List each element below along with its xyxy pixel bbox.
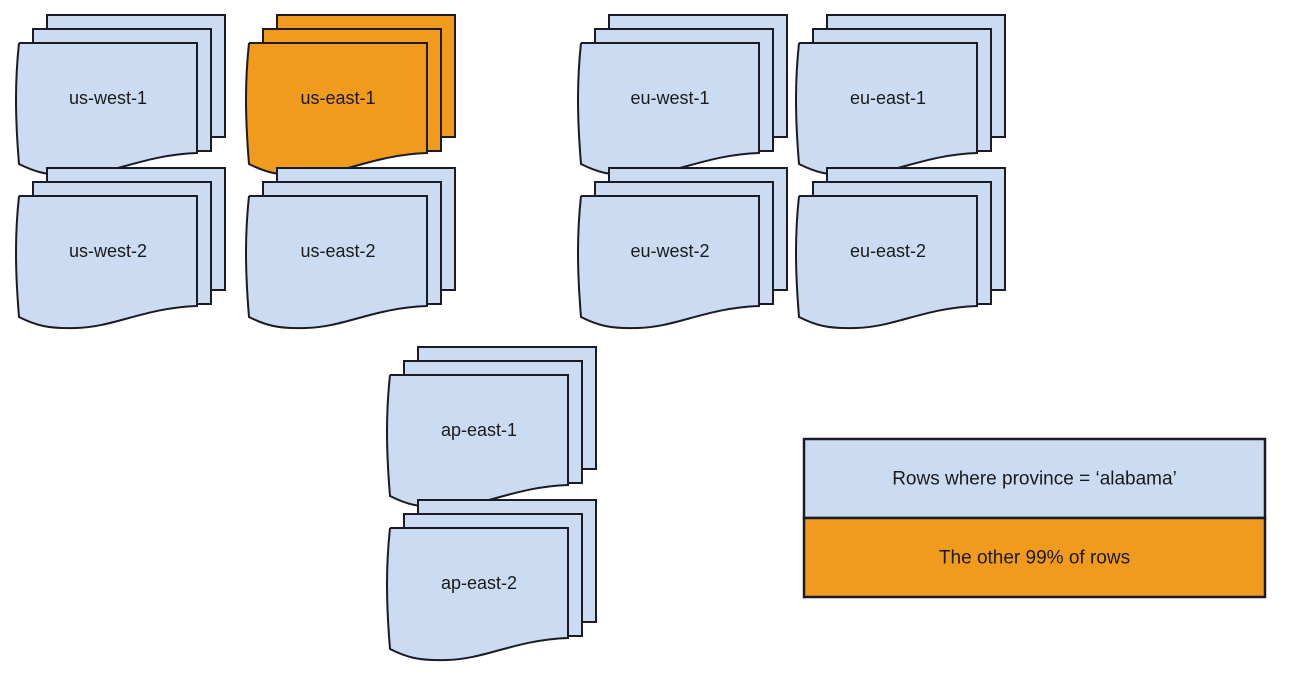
document-stack-eu-west-2[interactable]: eu-west-2 bbox=[577, 167, 788, 330]
document-stack-us-east-1[interactable]: us-east-1 bbox=[245, 14, 456, 177]
region-label-us-east-2: us-east-2 bbox=[300, 241, 375, 261]
region-label-eu-east-2: eu-east-2 bbox=[850, 241, 926, 261]
document-sheet-front[interactable] bbox=[245, 195, 428, 330]
legend-swatch-legend-orange bbox=[802, 516, 1267, 599]
document-sheet-front[interactable] bbox=[795, 42, 978, 177]
region-label-us-west-2: us-west-2 bbox=[69, 241, 147, 261]
document-sheet-front[interactable] bbox=[245, 42, 428, 177]
document-sheet-front[interactable] bbox=[386, 527, 569, 662]
document-stacks-layer: us-west-1 us-east-1 eu-west-1 eu-east-1 us-w… bbox=[15, 14, 1006, 662]
document-sheet-front[interactable] bbox=[386, 374, 569, 509]
legend-label-legend-blue: Rows where province = ‘alabama’ bbox=[892, 469, 1177, 490]
document-stack-ap-east-1[interactable]: ap-east-1 bbox=[386, 346, 597, 509]
legend-row-legend-blue: Rows where province = ‘alabama’ bbox=[802, 437, 1267, 520]
region-label-ap-east-1: ap-east-1 bbox=[441, 420, 517, 440]
document-stack-eu-east-1[interactable]: eu-east-1 bbox=[795, 14, 1006, 177]
document-sheet-front[interactable] bbox=[15, 42, 198, 177]
document-sheet-front[interactable] bbox=[15, 195, 198, 330]
legend-row-legend-orange: The other 99% of rows bbox=[802, 516, 1267, 599]
region-label-eu-west-1: eu-west-1 bbox=[630, 88, 709, 108]
region-label-us-west-1: us-west-1 bbox=[69, 88, 147, 108]
region-label-us-east-1: us-east-1 bbox=[300, 88, 375, 108]
document-sheet-front[interactable] bbox=[795, 195, 978, 330]
document-sheet-front[interactable] bbox=[577, 42, 760, 177]
document-stack-eu-west-1[interactable]: eu-west-1 bbox=[577, 14, 788, 177]
legend-swatch-legend-blue bbox=[802, 437, 1267, 520]
document-stack-us-east-2[interactable]: us-east-2 bbox=[245, 167, 456, 330]
document-stack-us-west-1[interactable]: us-west-1 bbox=[15, 14, 226, 177]
document-stack-us-west-2[interactable]: us-west-2 bbox=[15, 167, 226, 330]
region-label-ap-east-2: ap-east-2 bbox=[441, 573, 517, 593]
document-stack-eu-east-2[interactable]: eu-east-2 bbox=[795, 167, 1006, 330]
legend-label-legend-orange: The other 99% of rows bbox=[939, 548, 1130, 569]
document-stack-ap-east-2[interactable]: ap-east-2 bbox=[386, 499, 597, 662]
region-label-eu-west-2: eu-west-2 bbox=[630, 241, 709, 261]
region-label-eu-east-1: eu-east-1 bbox=[850, 88, 926, 108]
document-sheet-front[interactable] bbox=[577, 195, 760, 330]
legend: Rows where province = ‘alabama’ The other… bbox=[802, 437, 1267, 599]
